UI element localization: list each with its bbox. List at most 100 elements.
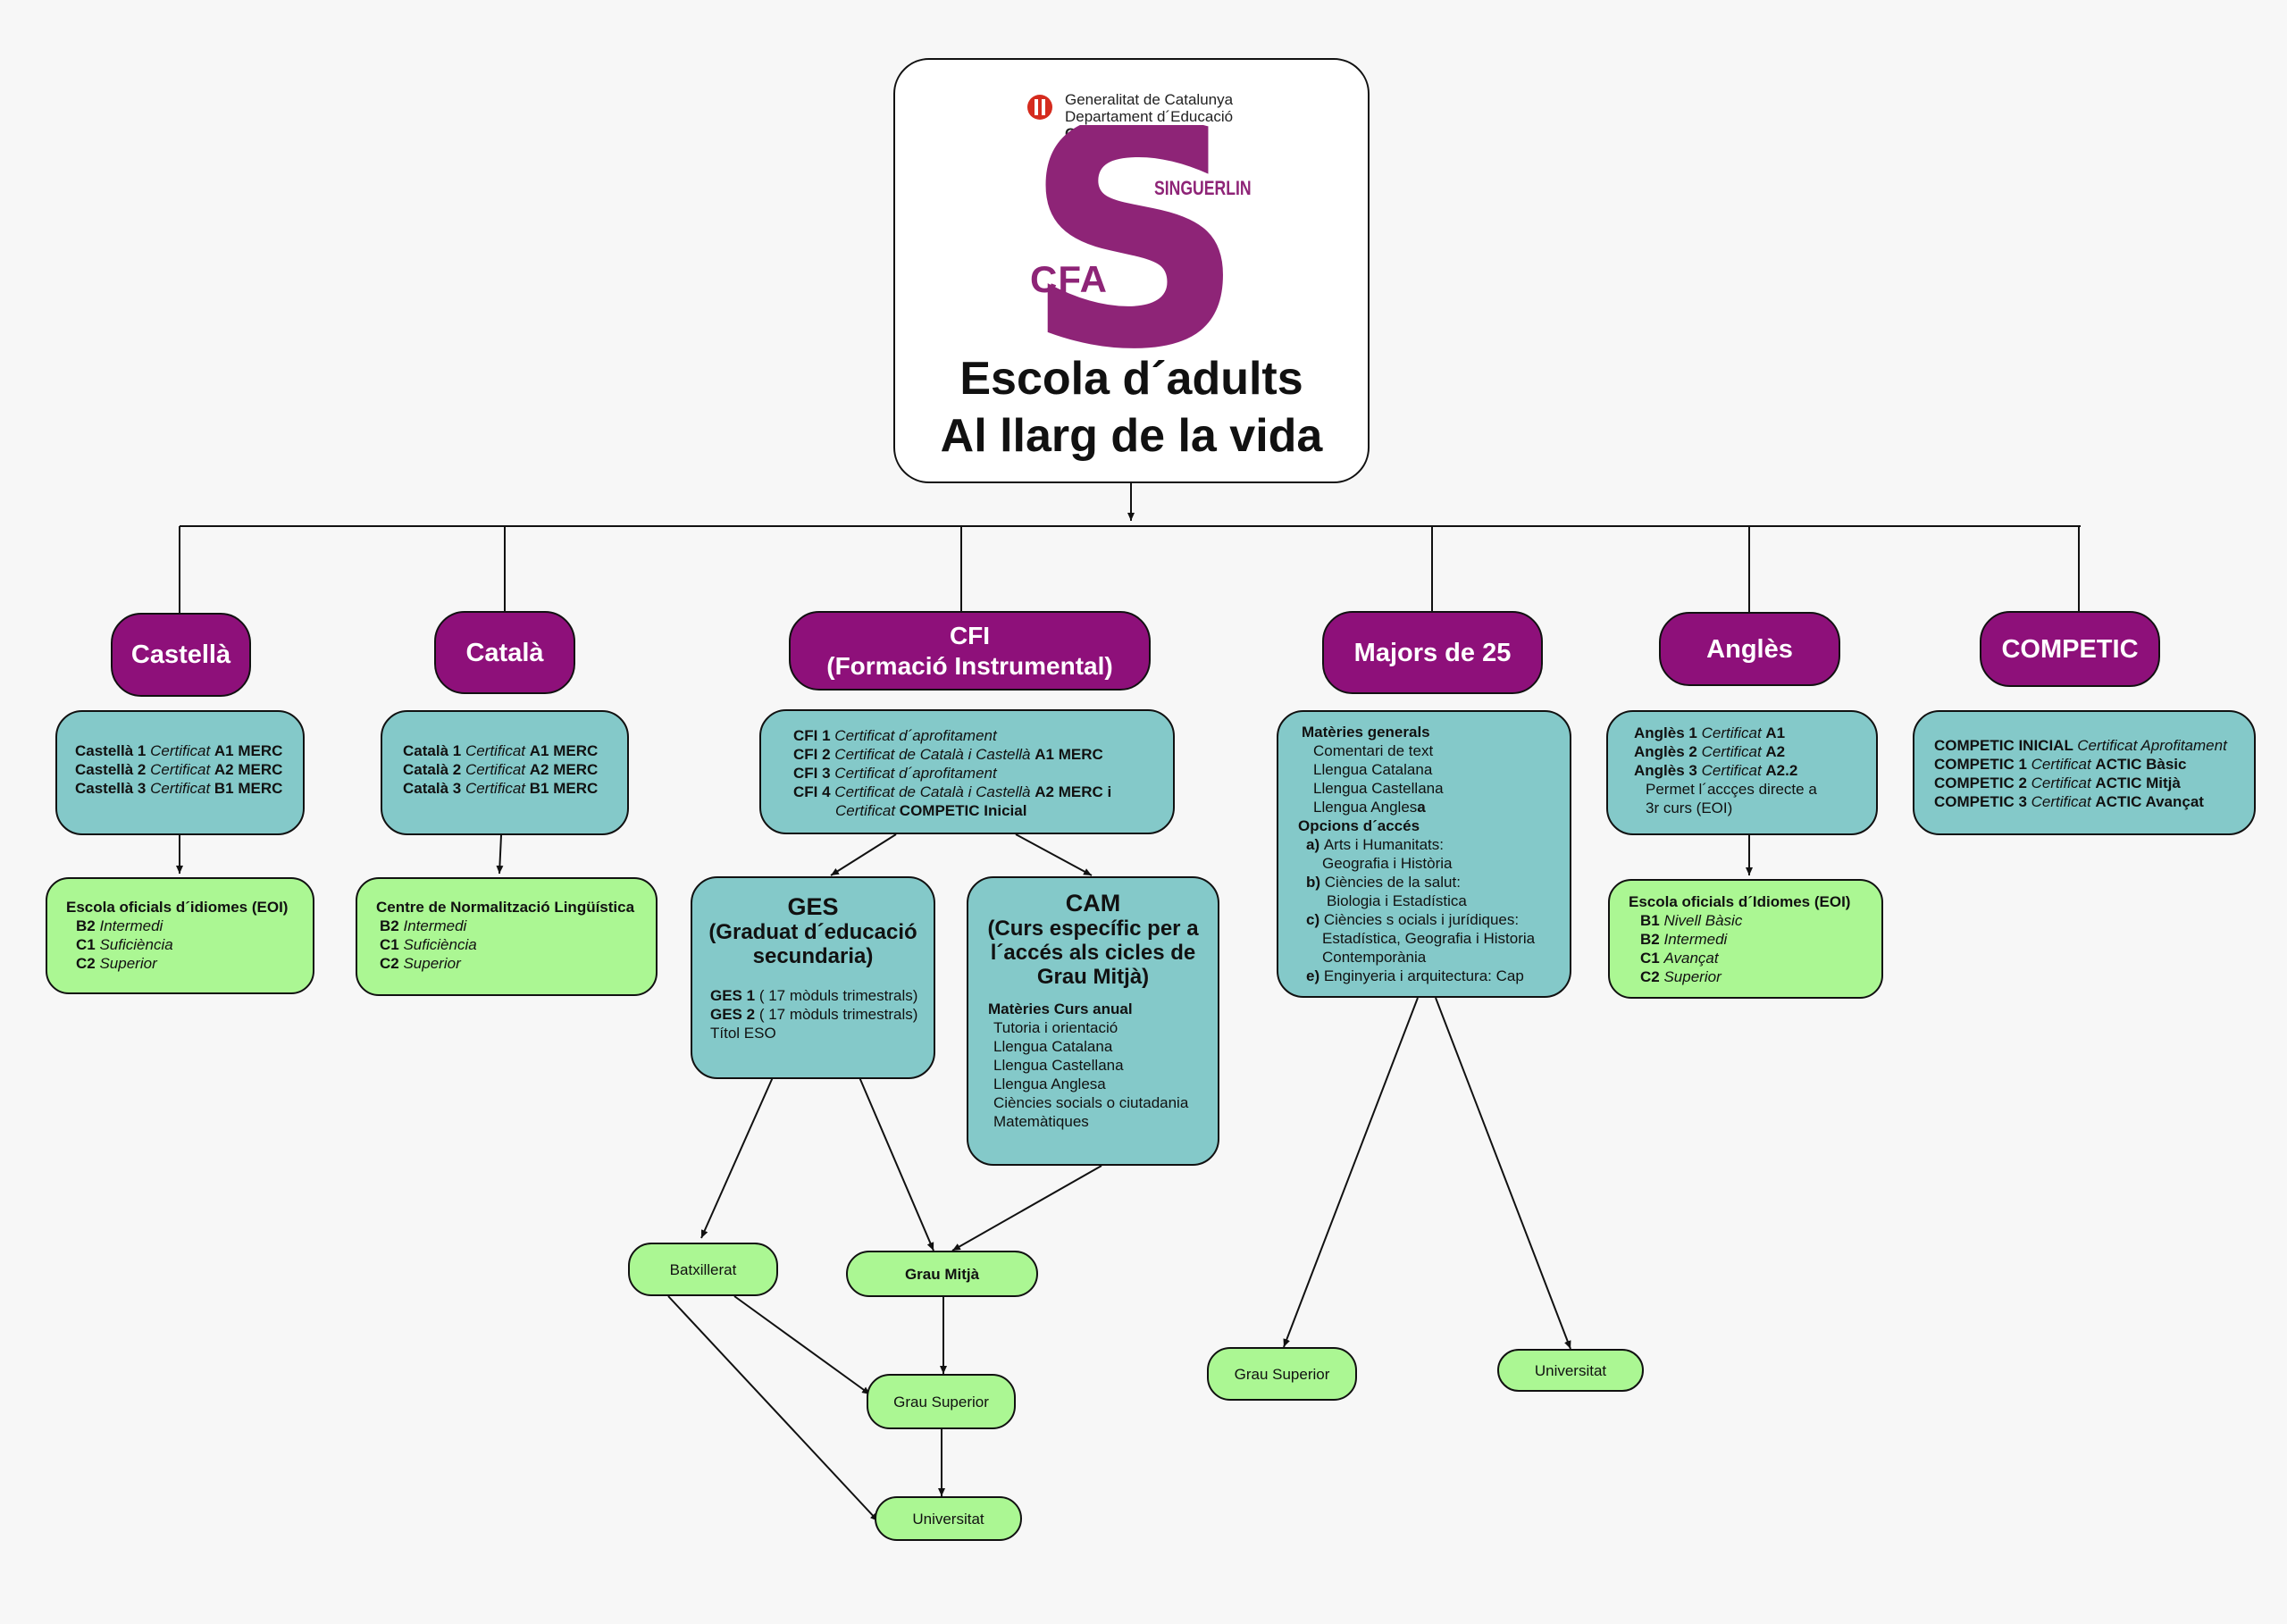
cam-box: CAM (Curs específic per a l´accés als ci… [967,876,1219,1166]
cfa-s-logo: S [1027,125,1233,348]
outcome-batxillerat: Batxillerat [628,1243,778,1296]
box-title: Escola oficials d´Idiomes (EOI) [1629,893,1851,910]
category-label: Català [465,638,544,667]
cnl-box: Centre de Normalització Lingüística B2 I… [356,877,658,996]
logo-singuerlin: SINGUERLIN [1154,177,1252,199]
outcome-grau-mitja: Grau Mitjà [846,1251,1038,1297]
castella-levels-box: Castellà 1 Certificat A1 MERC Castellà 2… [55,710,305,835]
list-item: B1 Nivell Bàsic [1640,912,1743,929]
list-item: a) Arts i Humanitats: [1306,836,1444,853]
list-item: C1 Avançat [1640,950,1719,967]
list-item: B2 Intermedi [76,917,163,934]
list-item: Certificat COMPETIC Inicial [835,802,1027,819]
list-item: Castellà 1 Certificat A1 MERC [75,742,283,759]
box-title: Escola oficials d´idiomes (EOI) [66,899,289,916]
outcome-label: Universitat [912,1510,984,1528]
logo-cfa: CFA [1030,258,1108,300]
gov-line-2: Departament d´Educació [1065,108,1234,125]
outcome-label: Grau Superior [893,1393,989,1411]
list-item: Llengua Catalana [1313,761,1433,778]
generalitat-logo: Generalitat de Catalunya Departament d´E… [1027,89,1286,143]
logo-letter: S [1027,125,1233,348]
list-item: C2 Superior [1640,968,1722,985]
list-item: Títol ESO [710,1025,776,1042]
list-item: Llengua Anglesa [1313,799,1426,816]
cfi-levels-box: CFI 1 Certificat d´aprofitament CFI 2 Ce… [759,709,1175,834]
catala-levels-box: Català 1 Certificat A1 MERC Català 2 Cer… [381,710,629,835]
eoi-angles-box: Escola oficials d´Idiomes (EOI) B1 Nivel… [1608,879,1883,999]
majors-25-box: Matèries generals Comentari de text Llen… [1277,710,1571,998]
list-item: Ciències socials o ciutadania [993,1094,1189,1111]
list-item: GES 2 ( 17 mòduls trimestrals) [710,1006,918,1023]
category-castella: Castellà [111,613,251,697]
list-item: Castellà 2 Certificat A2 MERC [75,761,283,778]
list-item: Llengua Catalana [993,1038,1113,1055]
outcome-label: Universitat [1534,1361,1607,1379]
list-item: Català 3 Certificat B1 MERC [403,780,599,797]
center-name: CFA Singuerlin [1065,125,1174,142]
list-item: COMPETIC 3 Certificat ACTIC Avançat [1934,793,2204,810]
category-label: Anglès [1706,634,1793,664]
generalitat-flag-icon [1027,95,1052,120]
list-item: B2 Intermedi [380,917,467,934]
category-label: Majors de 25 [1353,638,1512,667]
header-box [893,58,1370,483]
list-item: COMPETIC 2 Certificat ACTIC Mitjà [1934,774,2181,791]
list-item: Matèries generals [1302,724,1430,741]
list-item: CFI 1 Certificat d´aprofitament [793,727,997,744]
eoi-castella-box: Escola oficials d´idiomes (EOI) B2 Inter… [46,877,314,994]
cam-title: CAM (Curs específic per a l´accés als ci… [987,890,1199,990]
outcome-label: Grau Mitjà [904,1265,980,1283]
category-label: COMPETIC [2001,634,2139,664]
list-item: CFI 4 Certificat de Català i Castellà A2… [793,783,1112,800]
list-item: Comentari de text [1313,742,1434,759]
title-line-2: Al llarg de la vida [940,410,1323,462]
list-item: Català 1 Certificat A1 MERC [403,742,599,759]
list-item: e) Enginyeria i arquitectura: Cap [1306,967,1524,984]
list-item: Contemporània [1322,949,1427,966]
cam-subtitle: Matèries Curs anual [988,1000,1133,1017]
list-item: Geografia i Història [1322,855,1453,872]
gov-line-1: Generalitat de Catalunya [1065,91,1234,108]
category-angles: Anglès [1659,612,1840,686]
category-label: (Formació Instrumental) [826,651,1113,680]
competic-levels-box: COMPETIC INICIAL Certificat Aprofitament… [1913,710,2256,835]
list-item: c) Ciències s ocials i jurídiques: [1306,911,1520,928]
outcome-universitat-majors: Universitat [1497,1349,1644,1392]
list-item: CFI 3 Certificat d´aprofitament [793,765,997,782]
list-item: B2 Intermedi [1640,931,1728,948]
ges-title: GES (Graduat d´educació secundaria) [708,893,917,969]
list-item: Matemàtiques [993,1113,1089,1130]
list-item: COMPETIC 1 Certificat ACTIC Bàsic [1934,756,2187,773]
category-catala: Català [434,611,575,694]
list-item: Opcions d´accés [1298,817,1420,834]
list-item: Permet l´accçes directe a [1646,781,1817,798]
category-competic: COMPETIC [1980,611,2160,687]
list-item: C2 Superior [380,955,461,972]
list-item: Llengua Anglesa [993,1076,1106,1092]
list-item: Llengua Castellana [993,1057,1124,1074]
outcome-universitat: Universitat [875,1496,1022,1541]
list-item: Anglès 2 Certificat A2 [1634,743,1786,760]
list-item: Anglès 1 Certificat A1 [1634,724,1786,741]
list-item: Català 2 Certificat A2 MERC [403,761,599,778]
title-line-1: Escola d´adults [959,353,1303,405]
list-item: b) Ciències de la salut: [1306,874,1461,891]
list-item: Anglès 3 Certificat A2.2 [1634,762,1798,779]
list-item: Estadística, Geografia i Historia [1322,930,1536,947]
angles-levels-box: Anglès 1 Certificat A1 Anglès 2 Certific… [1606,710,1878,835]
list-item: C1 Suficiència [76,936,173,953]
list-item: COMPETIC INICIAL Certificat Aprofitament [1934,737,2227,754]
list-item: CFI 2 Certificat de Català i Castellà A1… [793,746,1103,763]
outcome-label: Grau Superior [1234,1365,1330,1383]
page-title: Escola d´adults Al llarg de la vida [893,350,1370,465]
outcome-grau-superior: Grau Superior [867,1374,1016,1429]
list-item: C1 Suficiència [380,936,477,953]
category-majors-25: Majors de 25 [1322,611,1543,694]
outcome-grau-superior-majors: Grau Superior [1207,1347,1357,1401]
list-item: 3r curs (EOI) [1646,799,1733,816]
list-item: C2 Superior [76,955,157,972]
outcome-label: Batxillerat [669,1260,737,1278]
category-cfi: CFI (Formació Instrumental) [789,611,1151,691]
